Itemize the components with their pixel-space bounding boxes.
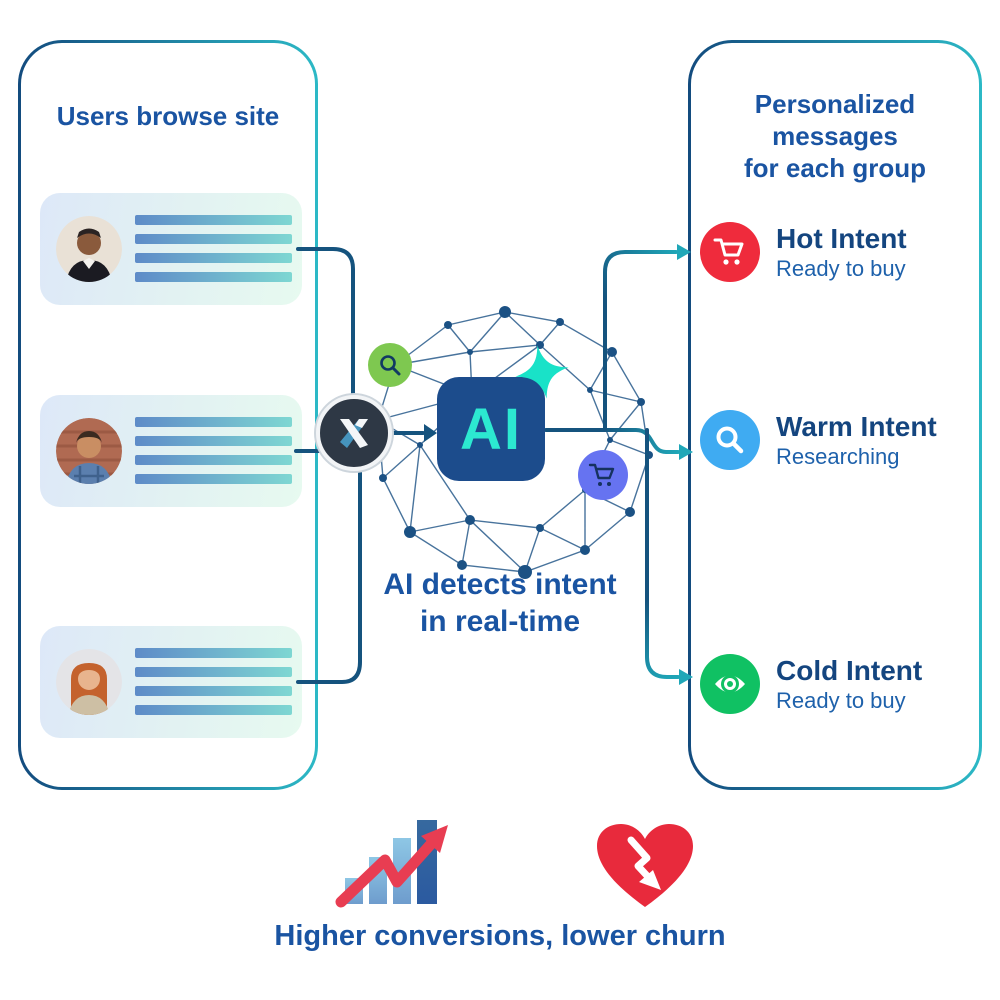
brand-x-icon bbox=[340, 419, 368, 448]
group-name: Cold Intent bbox=[776, 654, 923, 686]
search-badge bbox=[368, 343, 412, 387]
messages-panel-title: Personalized messages for each group bbox=[743, 89, 926, 183]
user-card-1 bbox=[40, 193, 302, 305]
search-icon bbox=[700, 410, 760, 470]
text-placeholder-bars bbox=[135, 215, 292, 282]
arrowhead-to-ai bbox=[424, 424, 437, 442]
arrowhead-warm bbox=[679, 444, 693, 460]
text-placeholder-bars bbox=[135, 648, 292, 715]
cart-icon bbox=[700, 222, 760, 282]
users-panel-title: Users browse site bbox=[56, 101, 280, 131]
hot-intent-row: Hot Intent Ready to buy bbox=[700, 222, 907, 282]
cold-intent-row: Cold Intent Ready to buy bbox=[700, 654, 922, 714]
user-card-3 bbox=[40, 626, 302, 738]
arrowhead-hot bbox=[677, 244, 691, 260]
user-card-2 bbox=[40, 395, 302, 507]
warm-intent-row: Warm Intent Researching bbox=[700, 410, 937, 470]
declining-heart-icon bbox=[597, 824, 693, 907]
messages-panel-body: Personalized messages for each group Hot… bbox=[691, 43, 979, 787]
group-name: Warm Intent bbox=[776, 410, 937, 442]
avatar-man-dark-suit bbox=[56, 216, 122, 282]
avatar-woman-red-hair bbox=[56, 649, 122, 715]
sparkle-icon bbox=[515, 345, 569, 399]
group-desc: Ready to buy bbox=[776, 687, 906, 713]
brand-x-badge bbox=[316, 395, 392, 471]
group-desc: Researching bbox=[776, 443, 900, 469]
footer-caption: Higher conversions, lower churn bbox=[274, 920, 726, 952]
rising-bar-chart-icon bbox=[335, 820, 448, 908]
eye-icon bbox=[700, 654, 760, 714]
ai-engine-box: AI bbox=[437, 377, 545, 481]
ai-caption: AI detects intent in real-time bbox=[383, 568, 617, 638]
users-panel-body: Users browse site bbox=[21, 43, 315, 787]
text-placeholder-bars bbox=[135, 417, 292, 484]
cart-icon bbox=[588, 463, 615, 486]
ai-label: AI bbox=[460, 396, 522, 462]
cart-badge bbox=[578, 450, 628, 500]
messages-panel: Personalized messages for each group Hot… bbox=[688, 40, 982, 790]
avatar-man-plaid-shirt bbox=[56, 418, 122, 484]
group-name: Hot Intent bbox=[776, 222, 907, 254]
users-panel: Users browse site bbox=[18, 40, 318, 790]
search-icon bbox=[380, 355, 401, 376]
group-desc: Ready to buy bbox=[776, 255, 906, 281]
arrowhead-cold bbox=[679, 669, 693, 685]
